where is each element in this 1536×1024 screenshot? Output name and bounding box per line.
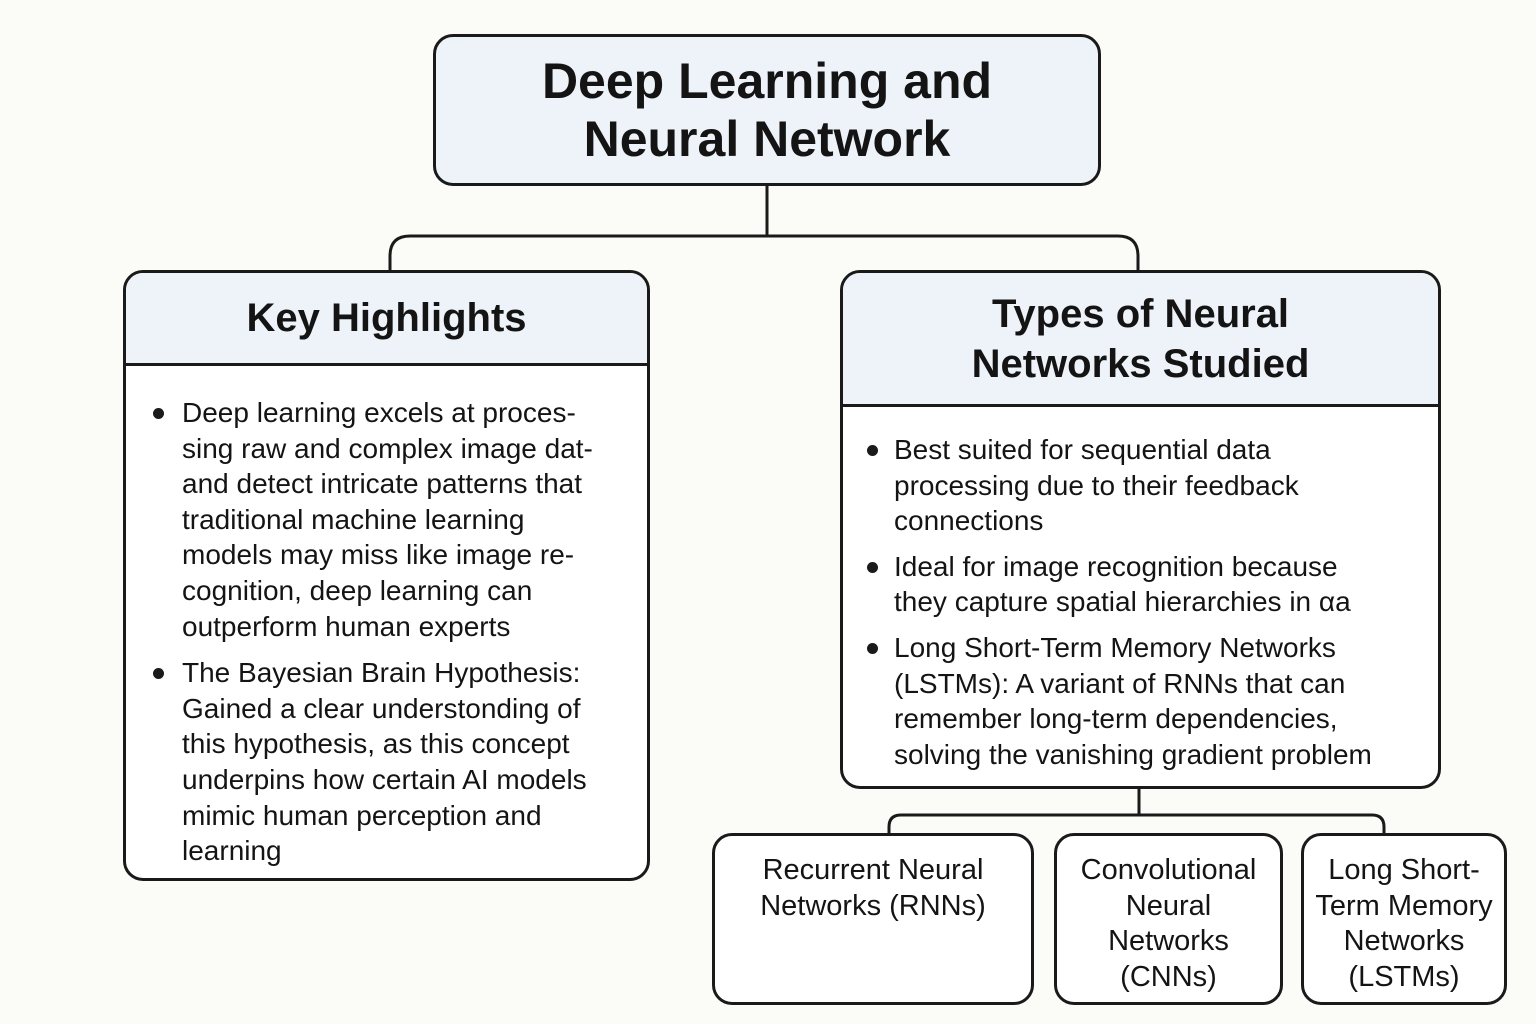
key-highlight-item-2: The Bayesian Brain Hypothesis: Gained a … bbox=[153, 655, 647, 869]
lstm-label: Long Short- Term Memory Networks (LSTMs) bbox=[1315, 854, 1493, 993]
key-highlights-header: Key Highlights bbox=[126, 273, 647, 366]
types-panel: Types of Neural Networks Studied Best su… bbox=[840, 270, 1441, 789]
connector-title-to-panels bbox=[388, 234, 1140, 272]
key-highlights-list: Deep learning excels at proces- sing raw… bbox=[126, 366, 647, 869]
key-highlights-panel: Key Highlights Deep learning excels at p… bbox=[123, 270, 650, 881]
key-highlights-heading: Key Highlights bbox=[246, 296, 527, 340]
lstm-box: Long Short- Term Memory Networks (LSTMs) bbox=[1301, 833, 1507, 1005]
types-header: Types of Neural Networks Studied bbox=[843, 273, 1438, 407]
types-item-2: Ideal for image recognition because they… bbox=[867, 549, 1438, 620]
types-item-1: Best suited for sequential data processi… bbox=[867, 432, 1438, 539]
cnn-label: Convolutional Neural Networks (CNNs) bbox=[1080, 854, 1257, 993]
rnn-box: Recurrent Neural Networks (RNNs) bbox=[712, 833, 1034, 1005]
connector-types-to-children bbox=[887, 813, 1386, 834]
diagram-title: Deep Learning and Neural Network bbox=[541, 53, 993, 167]
types-item-3: Long Short-Term Memory Networks (LSTMs):… bbox=[867, 630, 1438, 772]
key-highlight-item-1: Deep learning excels at proces- sing raw… bbox=[153, 395, 647, 644]
rnn-label: Recurrent Neural Networks (RNNs) bbox=[760, 854, 986, 922]
cnn-box: Convolutional Neural Networks (CNNs) bbox=[1054, 833, 1283, 1005]
types-heading: Types of Neural Networks Studied bbox=[971, 291, 1310, 386]
types-list: Best suited for sequential data processi… bbox=[843, 407, 1438, 772]
title-box: Deep Learning and Neural Network bbox=[433, 34, 1101, 186]
